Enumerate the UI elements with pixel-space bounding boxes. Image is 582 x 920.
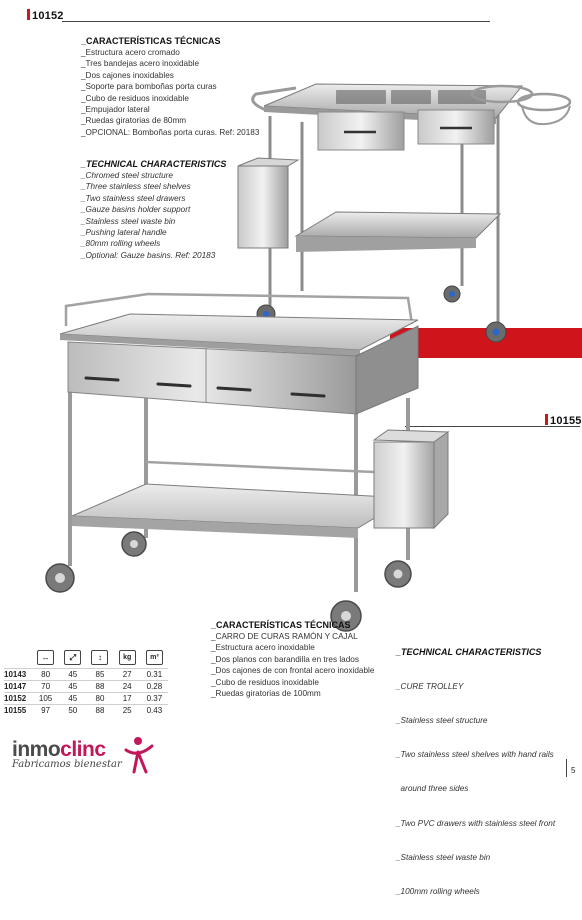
list-item: _Stainless steel structure (396, 716, 488, 726)
list-item: _Estructura acero inoxidable (211, 643, 315, 653)
list-item: _Two stainless steel shelves with hand r… (396, 750, 554, 760)
bottom-spec-en-title: _TECHNICAL CHARACTERISTICS (396, 647, 542, 657)
volume-m3-icon: m³ (145, 649, 163, 665)
bottom-spec-es-list: _CARRO DE CURAS RAMÓN Y CAJAL _Estructur… (211, 631, 374, 699)
list-item: _Cubo de residuos inoxidable (81, 93, 189, 103)
list-item: _CARRO DE CURAS RAMÓN Y CAJAL (211, 632, 358, 641)
weight-icon: kg (118, 649, 136, 665)
bottom-spec-en-list: _CURE TROLLEY _Stainless steel structure… (396, 658, 555, 920)
list-item: _Gauze basins holder support (81, 205, 191, 215)
list-item: _Cubo de residuos inoxidable (211, 677, 319, 687)
height-arrows-icon: ↕ (91, 649, 109, 665)
list-item: _Stainless steel waste bin (396, 852, 491, 862)
list-item: _Two PVC drawers with stainless steel fr… (396, 818, 556, 828)
top-spec-es-title: _CARACTERÍSTICAS TÉCNICAS (81, 36, 221, 46)
page-number: 5 (571, 766, 576, 775)
list-item: _Two stainless steel drawers (81, 193, 186, 203)
list-item: _Pushing lateral handle (81, 228, 167, 238)
brand-name: inmoclinc (12, 738, 106, 761)
header-rule-top (62, 21, 490, 22)
header-rule-bottom (405, 426, 580, 427)
list-item: around three sides (396, 784, 469, 794)
bottom-spec-en: _TECHNICAL CHARACTERISTICS _CURE TROLLEY… (396, 647, 555, 920)
bottom-spec-es: _CARACTERÍSTICAS TÉCNICAS _CARRO DE CURA… (211, 620, 374, 699)
list-item: _100mm rolling wheels (396, 887, 480, 897)
brand-figure-icon (124, 737, 154, 774)
list-item: _Dos cajones inoxidables (81, 70, 174, 80)
top-spec-en-list: _Chromed steel structure _Three stainles… (81, 170, 226, 261)
trolley-10152-illustration (237, 83, 572, 343)
top-spec-en: _TECHNICAL CHARACTERISTICS _Chromed stee… (81, 159, 226, 261)
product-code-10152: 10152 (27, 9, 64, 22)
page-number-rule (566, 759, 567, 777)
list-item: _80mm rolling wheels (81, 239, 161, 249)
bottom-spec-es-title: _CARACTERÍSTICAS TÉCNICAS (211, 620, 351, 630)
top-spec-en-title: _TECHNICAL CHARACTERISTICS (81, 159, 227, 169)
list-item: _Soporte para bomboñas porta curas (81, 82, 217, 92)
product-code-10155: 10155 (545, 414, 582, 427)
list-item: _Tres bandejas acero inoxidable (81, 59, 200, 69)
top-spec-es-list: _Estructura acero cromado _Tres bandejas… (81, 47, 259, 138)
list-item: _CURE TROLLEY (396, 681, 464, 691)
list-item: _Estructura acero cromado (81, 48, 180, 57)
brand-tagline: Fabricamos bienestar (12, 759, 122, 770)
list-item: _Ruedas giratorias de 80mm (81, 116, 187, 126)
width-arrows-icon: ↔ (37, 649, 55, 665)
list-item: _Dos planos con barandilla en tres lados (211, 654, 359, 664)
top-spec-es: _CARACTERÍSTICAS TÉCNICAS _Estructura ac… (81, 36, 259, 138)
depth-arrow-icon: ⤢ (64, 649, 82, 665)
list-item: _OPCIONAL: Bomboñas porta curas. Ref: 20… (81, 127, 260, 137)
list-item: _Ruedas giratorias de 100mm (211, 689, 321, 699)
list-item: _Dos cajones de con frontal acero inoxid… (211, 666, 375, 676)
brand-logo: inmoclinc Fabricamos bienestar (12, 737, 162, 774)
list-item: _Chromed steel structure (81, 171, 173, 180)
list-item: _Optional: Gauze basins. Ref: 20183 (81, 250, 216, 260)
list-item: _Three stainless steel shelves (81, 182, 191, 192)
trolley-10155-illustration (45, 292, 450, 632)
list-item: _Empujador lateral (81, 105, 150, 115)
list-item: _Stainless steel waste bin (81, 216, 176, 226)
